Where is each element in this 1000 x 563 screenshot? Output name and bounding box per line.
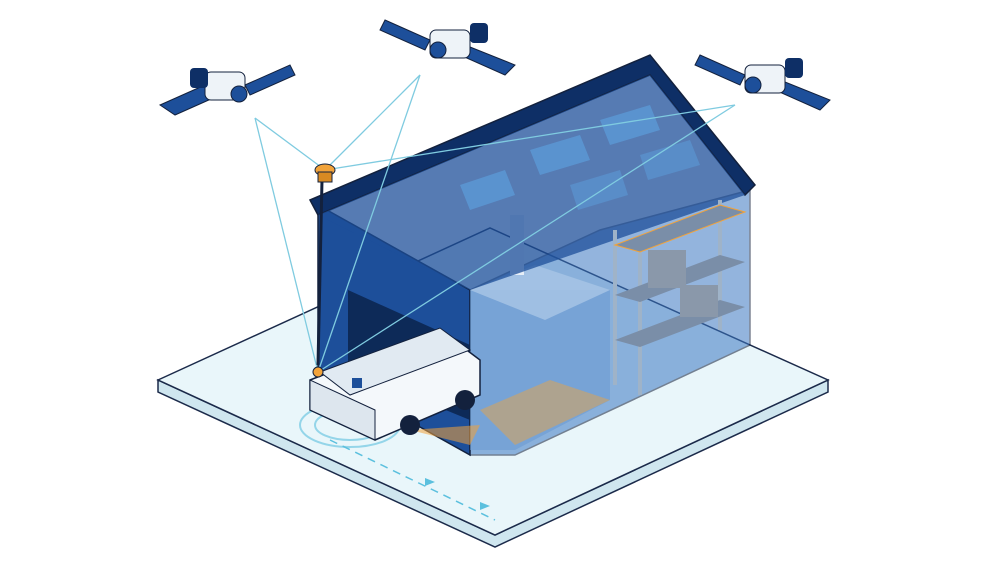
gnss-antenna xyxy=(314,163,336,366)
storage-shelf xyxy=(613,200,747,395)
autonomous-mobile-robot xyxy=(299,327,481,448)
satellite-3 xyxy=(694,54,831,111)
satellite-signal-lines xyxy=(254,74,736,373)
satellite-2 xyxy=(379,19,516,76)
satellite-1 xyxy=(158,64,296,116)
